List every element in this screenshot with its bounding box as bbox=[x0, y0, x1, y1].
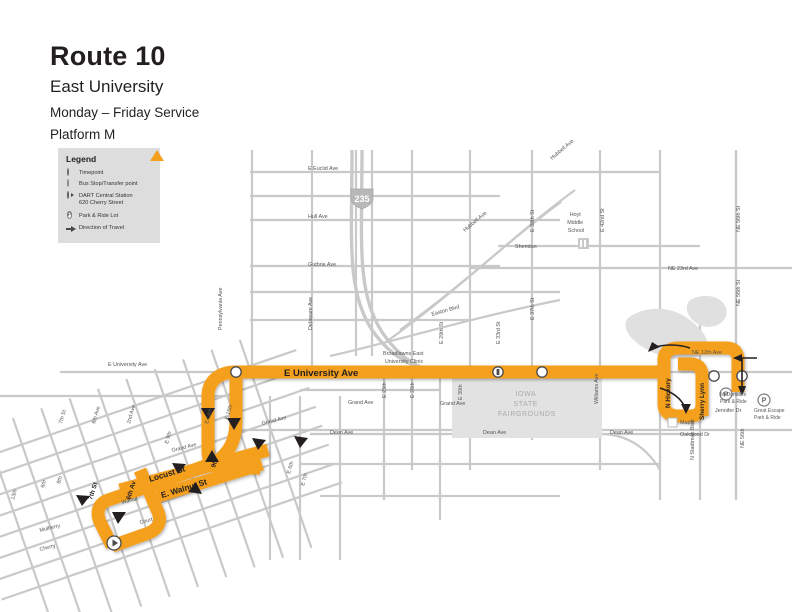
svg-text:NE 56th St: NE 56th St bbox=[736, 279, 742, 306]
svg-text:8th: 8th bbox=[56, 476, 64, 485]
svg-text:E 15th: E 15th bbox=[224, 404, 234, 421]
legend-label: Timepoint bbox=[79, 170, 104, 176]
svg-text:E 14th: E 14th bbox=[204, 408, 214, 425]
svg-text:NE 56th St: NE 56th St bbox=[736, 205, 742, 232]
svg-text:Dean Ave: Dean Ave bbox=[483, 430, 506, 436]
route-stops[interactable] bbox=[106, 366, 748, 551]
svg-text:Sherry Lynn: Sherry Lynn bbox=[699, 383, 706, 420]
legend-label: DART Central Station bbox=[79, 193, 133, 199]
bus-stop-marker bbox=[492, 366, 504, 378]
direction-of-travel-arrows bbox=[76, 408, 308, 524]
iowa-state-fairgrounds-area bbox=[452, 372, 602, 438]
svg-text:E Euclid Ave: E Euclid Ave bbox=[308, 166, 338, 172]
svg-text:2nd Ave: 2nd Ave bbox=[126, 404, 137, 424]
svg-text:Oakwood Dr: Oakwood Dr bbox=[680, 432, 710, 438]
route-name: East University bbox=[50, 76, 164, 96]
svg-text:Delaware Ave: Delaware Ave bbox=[308, 297, 314, 330]
svg-text:E University Ave: E University Ave bbox=[108, 362, 147, 368]
svg-text:Hoyt Middle: Hoyt Middle School bbox=[567, 212, 584, 234]
legend-title: Legend bbox=[66, 154, 97, 164]
svg-text:Walnut: Walnut bbox=[121, 496, 139, 506]
terminal-arrowheads bbox=[648, 342, 746, 414]
svg-text:9th: 9th bbox=[210, 457, 220, 468]
svg-text:Mulberry: Mulberry bbox=[39, 523, 61, 534]
school-building-icon bbox=[578, 238, 589, 249]
timepoint-circle-icon bbox=[66, 168, 75, 178]
dart-central-station-icon bbox=[66, 191, 75, 201]
svg-text:NE 56th: NE 56th bbox=[740, 429, 746, 448]
building-icon bbox=[667, 417, 678, 428]
svg-text:Grand Ave: Grand Ave bbox=[261, 415, 287, 427]
svg-text:Grand Ave: Grand Ave bbox=[440, 401, 465, 407]
svg-text:E 37th St: E 37th St bbox=[530, 297, 536, 320]
svg-text:NE 23rd Ave: NE 23rd Ave bbox=[668, 266, 698, 272]
svg-text:Hubbell Ave: Hubbell Ave bbox=[462, 211, 488, 234]
svg-text:E 7th: E 7th bbox=[300, 473, 309, 487]
svg-text:Hull Ave: Hull Ave bbox=[308, 214, 328, 220]
svg-text:E 38th St: E 38th St bbox=[530, 209, 536, 232]
svg-text:E 42nd St: E 42nd St bbox=[600, 208, 606, 232]
park-and-ride-icon bbox=[719, 387, 733, 401]
interstate-shield-icon: 235 bbox=[350, 188, 374, 210]
bus-route-line[interactable] bbox=[91, 341, 745, 553]
svg-text:N Hickory: N Hickory bbox=[665, 378, 672, 408]
svg-text:Cherry: Cherry bbox=[39, 543, 56, 553]
timepoint-marker bbox=[708, 370, 720, 382]
page-title: Route 10 bbox=[50, 41, 166, 71]
svg-text:E 25th: E 25th bbox=[382, 382, 388, 398]
svg-text:Grand Ave: Grand Ave bbox=[171, 442, 197, 454]
svg-text:Jennifer Dr: Jennifer Dr bbox=[715, 408, 742, 414]
svg-text:E University Ave: E University Ave bbox=[284, 368, 358, 379]
timepoint-marker bbox=[230, 366, 242, 378]
svg-text:13th: 13th bbox=[10, 489, 19, 501]
svg-text:P: P bbox=[762, 397, 767, 404]
legend-label: Bus Stop/Transfer point bbox=[79, 181, 138, 187]
mcdonalds-park-ride-label: McDonald's Park & Ride bbox=[720, 392, 747, 405]
svg-text:Dean Ave: Dean Ave bbox=[610, 430, 633, 436]
service-days: Monday – Friday Service bbox=[50, 104, 200, 120]
svg-text:IOWA STATE: IOWA STATE FAIRGROUNDS bbox=[498, 391, 556, 418]
svg-text:Dean Ave: Dean Ave bbox=[330, 430, 353, 436]
legend-label: Direction of Travel bbox=[79, 225, 125, 231]
svg-text:E 6th: E 6th bbox=[286, 461, 295, 475]
svg-text:6th: 6th bbox=[40, 480, 48, 489]
park-and-ride-icon: P bbox=[66, 211, 73, 219]
bus-stop-circle-icon bbox=[66, 179, 75, 189]
svg-text:Pennsylvania Ave: Pennsylvania Ave bbox=[218, 288, 224, 330]
svg-text:N Stadtman Blvd: N Stadtman Blvd bbox=[690, 420, 696, 460]
dart-central-station-marker bbox=[106, 535, 122, 551]
legend-label: Park & Ride Lot bbox=[79, 213, 119, 219]
svg-text:E 33rd St: E 33rd St bbox=[496, 321, 502, 344]
svg-text:235: 235 bbox=[354, 194, 369, 204]
svg-text:Grand Ave: Grand Ave bbox=[348, 400, 373, 406]
svg-text:E 30th: E 30th bbox=[458, 384, 464, 400]
svg-text:E 26th: E 26th bbox=[410, 382, 416, 398]
timepoint-marker bbox=[536, 366, 548, 378]
svg-text:P: P bbox=[724, 391, 729, 398]
platform-label: Platform M bbox=[50, 127, 116, 143]
svg-text:Williams Ave: Williams Ave bbox=[594, 374, 600, 404]
legend-sublabel: 620 Cherry Street bbox=[79, 200, 124, 206]
svg-text:7th St: 7th St bbox=[58, 409, 68, 425]
svg-text:Hubbell Ave: Hubbell Ave bbox=[549, 139, 575, 162]
park-and-ride-markers[interactable]: P P bbox=[719, 387, 771, 407]
svg-text:Guthrie Ave: Guthrie Ave bbox=[308, 262, 336, 268]
great-escape-park-ride-label: Great Escape Park & Ride bbox=[754, 408, 786, 421]
broadlawns-clinic-label: Broadlawns East University Clinic bbox=[383, 351, 425, 365]
svg-text:Court: Court bbox=[139, 517, 154, 526]
legend-panel: Legend Timepoint Bus Stop/Transfer point… bbox=[58, 148, 160, 243]
svg-text:E 29th St: E 29th St bbox=[439, 321, 445, 344]
svg-text:6th Ave: 6th Ave bbox=[91, 406, 102, 425]
north-triangle-icon bbox=[150, 150, 164, 161]
svg-text:Easton Blvd: Easton Blvd bbox=[431, 304, 460, 318]
svg-text:NE 12th Ave: NE 12th Ave bbox=[692, 350, 722, 356]
interstate-235-freeway bbox=[349, 149, 471, 378]
svg-text:Maple: Maple bbox=[680, 420, 695, 426]
svg-text:E 9th: E 9th bbox=[164, 431, 173, 445]
route-header: Route 10 East University Monday – Friday… bbox=[50, 41, 200, 144]
svg-text:Sheridan: Sheridan bbox=[515, 244, 537, 250]
park-and-ride-icon bbox=[757, 393, 771, 407]
